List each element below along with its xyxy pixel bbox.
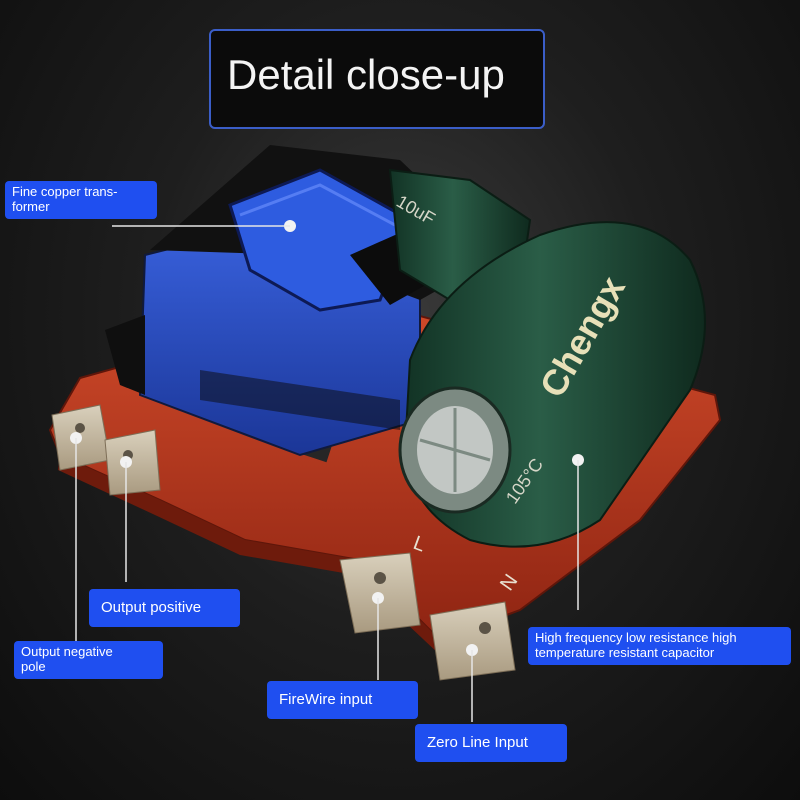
firewire-input-callout: FireWire input — [267, 681, 418, 719]
output-positive-callout: Output positive — [89, 589, 240, 627]
pcb-edge — [58, 455, 440, 655]
zero-line-input-callout: Zero Line Input — [415, 724, 567, 762]
page-title: Detail close-up — [227, 51, 505, 98]
zero-line-pad — [429, 601, 516, 681]
output-negative-callout: Output negative pole — [14, 641, 163, 679]
large-capacitor: Chengx 105°C — [398, 221, 706, 548]
title-box: Detail close-up — [209, 29, 545, 129]
capacitor-callout: High frequency low resistance high tempe… — [528, 627, 791, 665]
output-positive-pad — [104, 429, 161, 496]
transformer-callout: Fine copper trans- former — [5, 181, 157, 219]
